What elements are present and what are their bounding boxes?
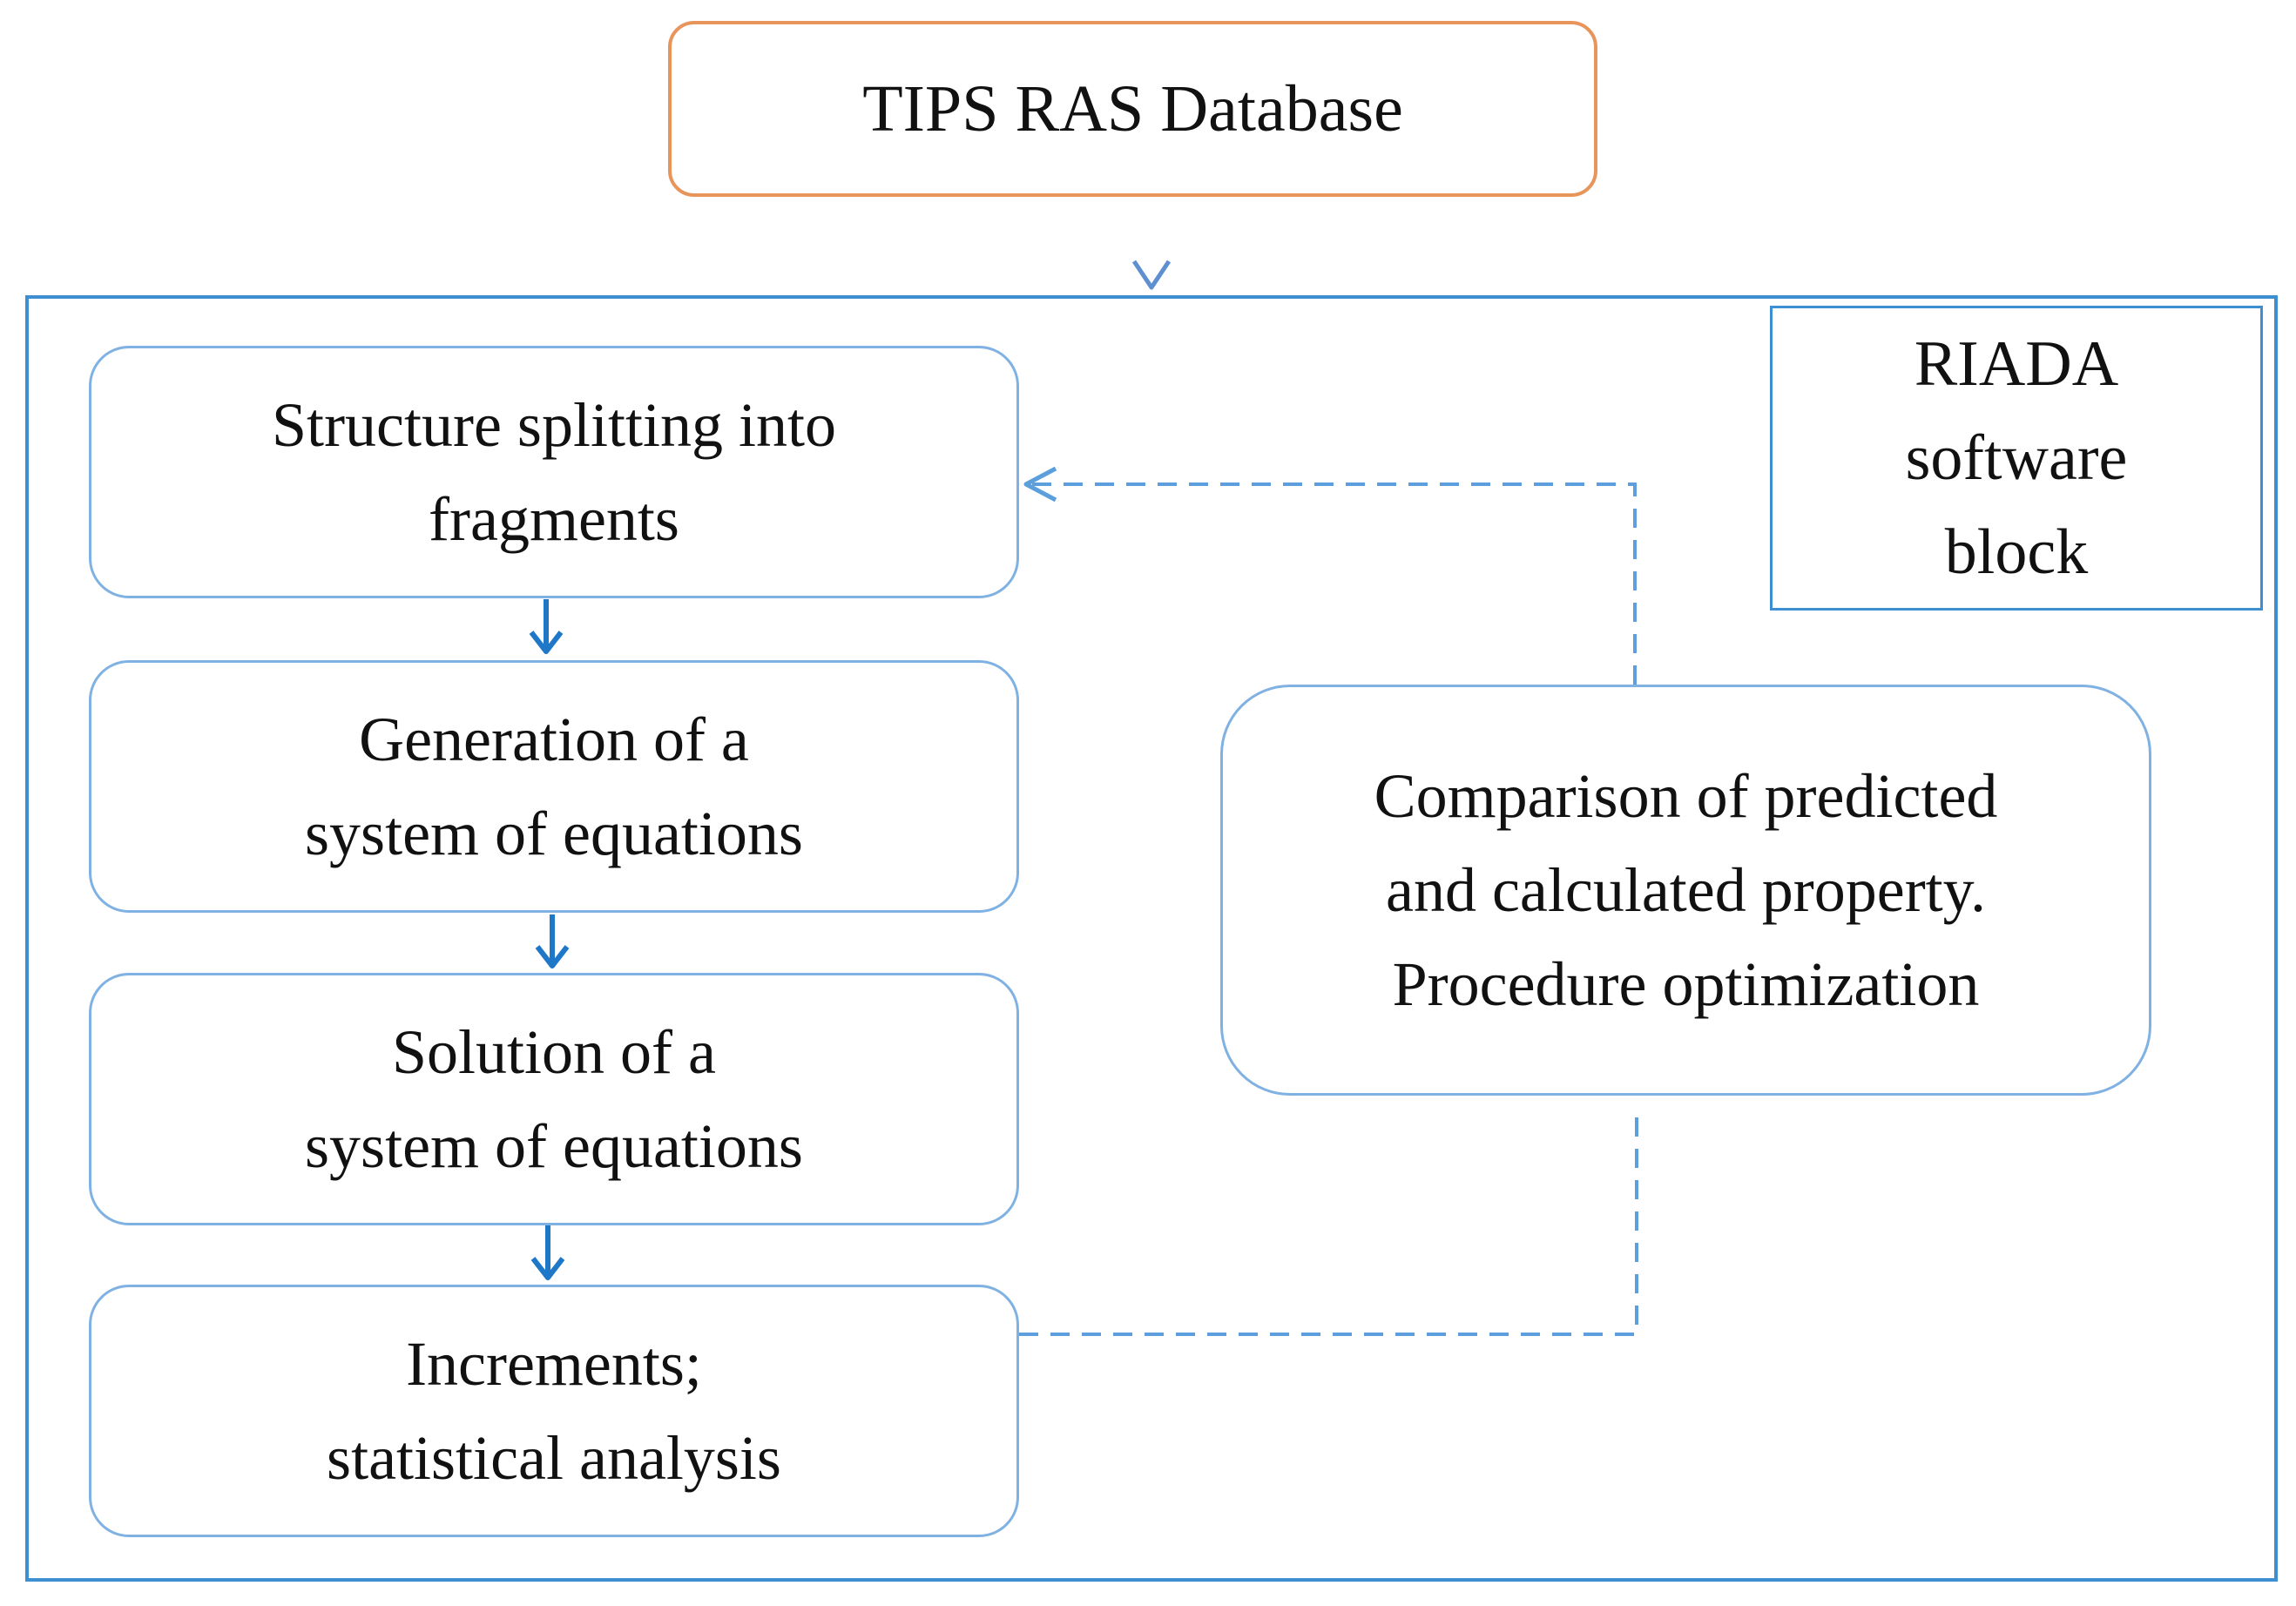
step-4-line-1: Increments; [406,1329,702,1399]
step-1-line-2: fragments [429,484,679,554]
software-block-line-3: block [1944,516,2089,588]
database-label: TIPS RAS Database [862,71,1403,145]
software-block-label-box: RIADA software block [1770,306,2263,611]
database-node: TIPS RAS Database [668,21,1597,197]
software-block-line-2: software [1905,422,2128,494]
comparison-line-3: Procedure optimization [1392,949,1980,1019]
comparison-line-2: and calculated property. [1386,855,1986,925]
comparison-optimization-node: Comparison of predicted and calculated p… [1220,685,2151,1096]
step-4-line-2: statistical analysis [327,1423,781,1493]
software-block-line-1: RIADA [1914,328,2119,400]
riada-software-frame [25,295,2278,1582]
step-increments-analysis: Increments; statistical analysis [89,1285,1019,1537]
step-structure-splitting: Structure splitting into fragments [89,346,1019,598]
step-2-line-1: Generation of a [359,705,749,774]
step-1-line-1: Structure splitting into [272,390,836,460]
step-equation-generation: Generation of a system of equations [89,660,1019,913]
step-equation-solution: Solution of a system of equations [89,973,1019,1225]
database-to-frame-arrow [1131,197,1172,290]
step-3-line-1: Solution of a [392,1017,716,1087]
step-2-line-2: system of equations [305,799,803,868]
step-3-line-2: system of equations [305,1111,803,1181]
comparison-line-1: Comparison of predicted [1374,761,1998,831]
